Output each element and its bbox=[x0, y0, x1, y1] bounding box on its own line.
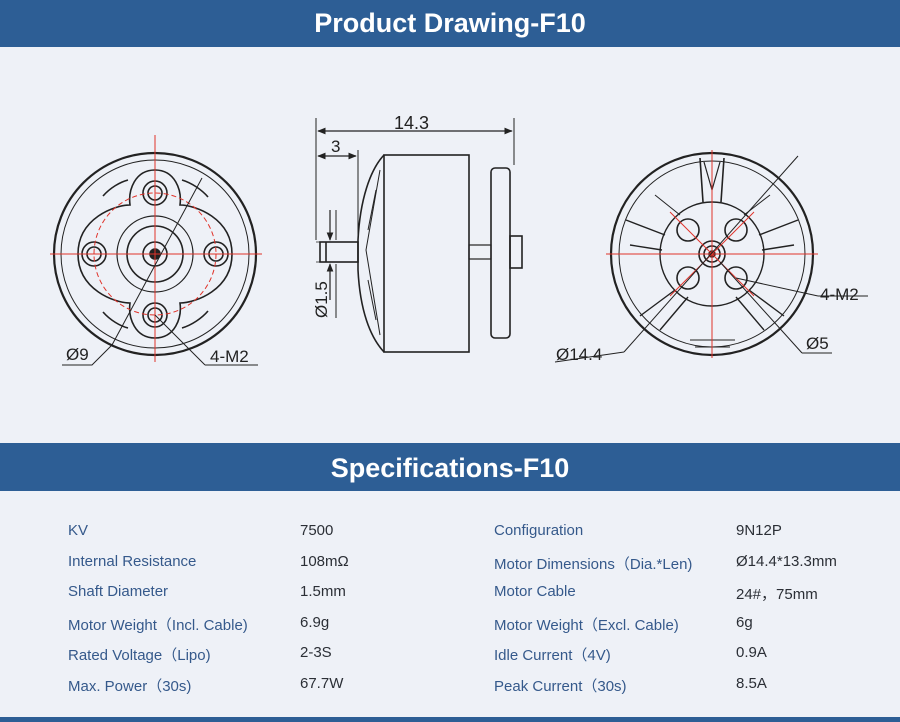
spec-value: 1.5mm bbox=[300, 583, 346, 600]
spec-table: KV 7500 Configuration 9N12P Internal Res… bbox=[0, 491, 900, 722]
spec-title: Specifications-F10 bbox=[330, 453, 570, 483]
spec-label: Idle Current（4V) bbox=[494, 647, 611, 664]
left-holes-label: 4-M2 bbox=[210, 347, 249, 366]
side-length-label: 14.3 bbox=[394, 113, 429, 133]
spec-value: 108mΩ bbox=[300, 553, 349, 570]
spec-value: 0.9A bbox=[736, 644, 767, 661]
spec-row: KV 7500 Configuration 9N12P bbox=[0, 514, 900, 545]
spec-value: Ø14.4*13.3mm bbox=[736, 553, 837, 570]
spec-value: 24#，75mm bbox=[736, 586, 818, 603]
spec-value: 6g bbox=[736, 614, 753, 631]
spec-label: Peak Current（30s) bbox=[494, 678, 627, 695]
bottom-divider bbox=[0, 717, 900, 722]
drawing-title-banner: Product Drawing-F10 bbox=[0, 0, 900, 47]
spec-row: Motor Weight（Incl. Cable) 6.9g Motor Wei… bbox=[0, 606, 900, 637]
side-view bbox=[315, 118, 523, 353]
spec-row: Rated Voltage（Lipo) 2-3S Idle Current（4V… bbox=[0, 636, 900, 667]
spec-label: Max. Power（30s) bbox=[68, 678, 192, 695]
product-drawing: Ø9 4-M2 bbox=[0, 47, 900, 443]
drawing-svg: Ø9 4-M2 bbox=[50, 113, 868, 366]
spec-label: KV bbox=[68, 522, 89, 539]
spec-label: Motor Dimensions（Dia.*Len) bbox=[494, 556, 693, 573]
spec-value: 8.5A bbox=[736, 675, 767, 692]
spec-title-banner: Specifications-F10 bbox=[0, 443, 900, 491]
spec-value: 6.9g bbox=[300, 614, 330, 631]
drawing-title: Product Drawing-F10 bbox=[314, 8, 586, 38]
spec-row: Internal Resistance 108mΩ Motor Dimensio… bbox=[0, 545, 900, 576]
spec-value: 9N12P bbox=[736, 522, 782, 539]
spec-row: Shaft Diameter 1.5mm Motor Cable 24#，75m… bbox=[0, 575, 900, 606]
spec-label: Motor Weight（Excl. Cable) bbox=[494, 617, 679, 634]
spec-value: 2-3S bbox=[300, 644, 332, 661]
spec-label: Rated Voltage（Lipo) bbox=[68, 647, 211, 664]
spec-value: 7500 bbox=[300, 522, 334, 539]
side-shaft-dia-label: Ø1.5 bbox=[312, 281, 331, 318]
left-dia-label: Ø9 bbox=[66, 345, 89, 364]
right-dia-label: Ø14.4 bbox=[556, 345, 602, 364]
spec-label: Configuration bbox=[494, 522, 584, 539]
spec-label: Shaft Diameter bbox=[68, 583, 169, 600]
left-view bbox=[50, 135, 262, 366]
right-view bbox=[554, 150, 868, 363]
spec-label: Motor Cable bbox=[494, 583, 576, 600]
right-center-label: Ø5 bbox=[806, 334, 829, 353]
right-holes-label: 4-M2 bbox=[820, 285, 859, 304]
spec-label: Internal Resistance bbox=[68, 553, 197, 570]
side-shaft-len-label: 3 bbox=[331, 137, 340, 156]
spec-row: Max. Power（30s) 67.7W Peak Current（30s) … bbox=[0, 667, 900, 698]
spec-value: 67.7W bbox=[300, 675, 344, 692]
spec-label: Motor Weight（Incl. Cable) bbox=[68, 617, 248, 634]
